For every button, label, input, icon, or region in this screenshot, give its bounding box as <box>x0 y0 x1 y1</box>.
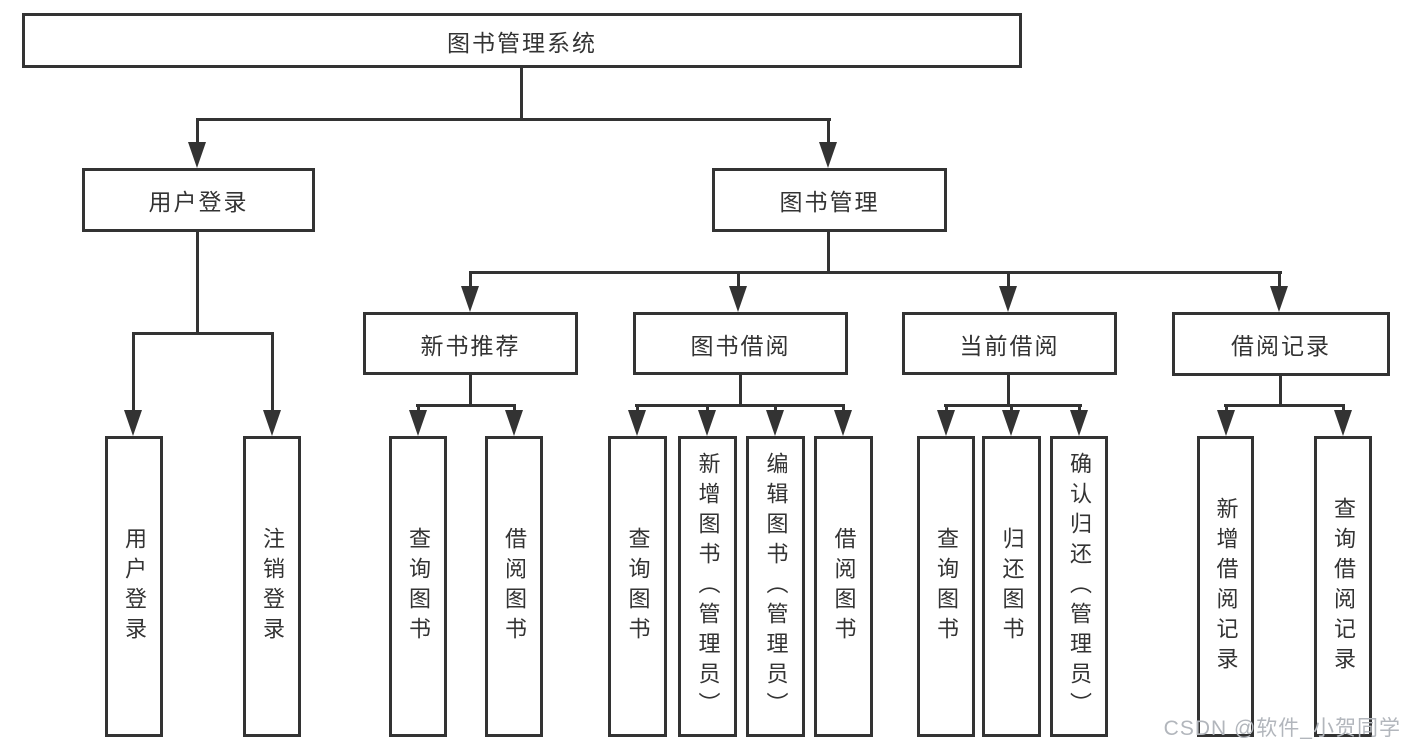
connector-login-leaf1-drop <box>132 332 135 411</box>
connector-login-leaf2-drop <box>271 332 274 411</box>
connector-groupC-drop3 <box>774 404 777 413</box>
arrowhead-groupD-2 <box>1002 410 1020 436</box>
connector-groupE-stem <box>1279 373 1282 407</box>
arrowhead-groupB-1 <box>409 410 427 436</box>
connector-groupC-stem <box>739 373 742 407</box>
connector-new-books-drop <box>469 271 472 288</box>
connector-groupC-drop1 <box>636 404 639 413</box>
node-current-borrow: 当前借阅 <box>902 312 1117 375</box>
node-user-login: 用户登录 <box>82 168 315 232</box>
connector-groupB-stem <box>469 373 472 407</box>
connector-user-login-drop <box>196 118 199 144</box>
connector-groupC-horizontal <box>635 404 845 407</box>
node-label: 新书推荐 <box>420 332 521 359</box>
leaf-query-borrow-record: 查询借阅记录 <box>1314 436 1372 737</box>
connector-groupE-horizontal <box>1224 404 1345 407</box>
leaf-confirm-return-admin: 确认归还（管理员） <box>1050 436 1108 737</box>
leaf-label: 查询图书 <box>406 526 431 647</box>
arrowhead-current-borrow <box>999 286 1017 312</box>
connector-current-borrow-drop <box>1007 271 1010 288</box>
leaf-label: 确认归还（管理员） <box>1067 451 1092 722</box>
connector-user-login-stem <box>196 230 199 335</box>
connector-groupC-drop2 <box>706 404 709 413</box>
arrowhead-groupC-3 <box>766 410 784 436</box>
arrowhead-login-leaf1 <box>124 410 142 436</box>
arrowhead-groupD-1 <box>937 410 955 436</box>
leaf-query-books-current: 查询图书 <box>917 436 975 737</box>
leaf-label: 查询图书 <box>934 526 959 647</box>
connector-groupE-drop2 <box>1342 404 1345 413</box>
connector-groupB-drop1 <box>417 404 420 413</box>
connector-borrow-records-drop <box>1278 271 1281 288</box>
leaf-label: 用户登录 <box>122 526 147 647</box>
node-label: 当前借阅 <box>959 332 1060 359</box>
arrowhead-new-books <box>461 286 479 312</box>
connector-groupD-stem <box>1007 373 1010 407</box>
connector-groupD-drop3 <box>1078 404 1081 413</box>
leaf-label: 新增图书（管理员） <box>695 451 721 722</box>
arrowhead-groupB-2 <box>505 410 523 436</box>
node-label: 图书管理系统 <box>447 29 597 56</box>
node-label: 图书管理 <box>779 189 880 215</box>
connector-groupD-drop2 <box>1010 404 1013 413</box>
connector-level1-horizontal <box>196 118 831 121</box>
leaf-borrow-books-recommend: 借阅图书 <box>485 436 543 737</box>
leaf-query-books-recommend: 查询图书 <box>389 436 447 737</box>
connector-book-mgmt-stem <box>827 230 830 272</box>
connector-book-borrow-drop <box>737 271 740 288</box>
leaf-label: 新增借阅记录 <box>1213 496 1239 677</box>
leaf-logout: 注销登录 <box>243 436 301 737</box>
arrowhead-borrow-records <box>1270 286 1288 312</box>
connector-level2-horizontal <box>469 271 1282 274</box>
node-library-management-system: 图书管理系统 <box>22 13 1022 68</box>
node-label: 借阅记录 <box>1231 333 1331 359</box>
connector-groupC-drop4 <box>842 404 845 413</box>
leaf-borrow-books: 借阅图书 <box>814 436 873 737</box>
leaf-label: 归还图书 <box>999 526 1025 647</box>
leaf-label: 查询借阅记录 <box>1331 496 1356 677</box>
leaf-add-borrow-record: 新增借阅记录 <box>1197 436 1254 737</box>
leaf-label: 查询图书 <box>625 526 651 647</box>
leaf-add-books-admin: 新增图书（管理员） <box>678 436 737 737</box>
connector-groupD-horizontal <box>944 404 1082 407</box>
node-book-management: 图书管理 <box>712 168 947 232</box>
leaf-return-books: 归还图书 <box>982 436 1041 737</box>
connector-groupD-drop1 <box>945 404 948 413</box>
leaf-label: 借阅图书 <box>502 526 527 647</box>
arrowhead-groupC-2 <box>698 410 716 436</box>
csdn-watermark: CSDN @软件_小贺同学 <box>1163 717 1401 740</box>
arrowhead-groupC-1 <box>628 410 646 436</box>
node-label: 用户登录 <box>148 189 249 215</box>
leaf-label: 借阅图书 <box>831 526 857 647</box>
leaf-label: 编辑图书（管理员） <box>763 451 789 722</box>
node-book-borrow: 图书借阅 <box>633 312 848 375</box>
arrowhead-user-login <box>188 142 206 168</box>
node-borrow-records: 借阅记录 <box>1172 312 1390 376</box>
arrowhead-login-leaf2 <box>263 410 281 436</box>
leaf-label: 注销登录 <box>260 526 285 647</box>
connector-root-stem <box>520 66 523 120</box>
leaf-user-login: 用户登录 <box>105 436 163 737</box>
node-label: 图书借阅 <box>690 332 791 359</box>
arrowhead-groupC-4 <box>834 410 852 436</box>
connector-book-mgmt-drop <box>827 118 830 144</box>
connector-groupB-horizontal <box>416 404 516 407</box>
arrowhead-book-borrow <box>729 286 747 312</box>
arrowhead-groupE-1 <box>1217 410 1235 436</box>
arrowhead-groupE-2 <box>1334 410 1352 436</box>
leaf-edit-books-admin: 编辑图书（管理员） <box>746 436 805 737</box>
connector-groupB-drop2 <box>513 404 516 413</box>
connector-groupE-drop1 <box>1225 404 1228 413</box>
node-new-book-recommend: 新书推荐 <box>363 312 578 375</box>
connector-user-login-horizontal <box>132 332 274 335</box>
arrowhead-book-mgmt <box>819 142 837 168</box>
arrowhead-groupD-3 <box>1070 410 1088 436</box>
leaf-query-books-borrow: 查询图书 <box>608 436 667 737</box>
